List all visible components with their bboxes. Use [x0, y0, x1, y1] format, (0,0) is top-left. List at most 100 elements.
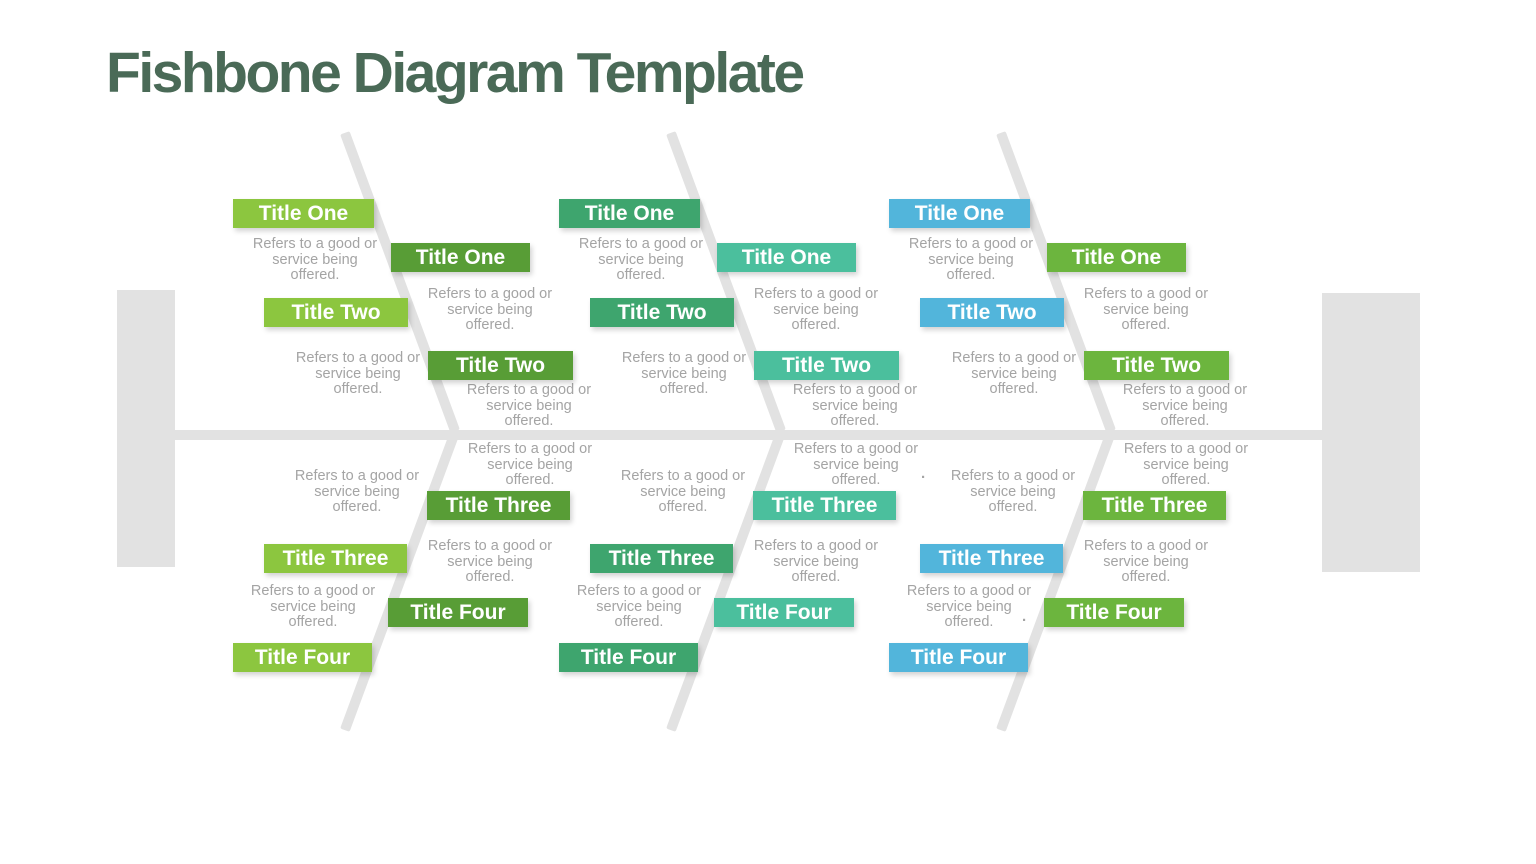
caption-line: Refers to a good or: [620, 468, 746, 484]
title-box-left-3: Title Three: [920, 544, 1063, 573]
title-box-right-1: Title One: [717, 243, 856, 272]
title-box-right-2: Title Two: [428, 351, 573, 380]
title-box-label: Title Three: [771, 493, 878, 517]
title-box-right-1: Title One: [1047, 243, 1186, 272]
caption-line: Refers to a good or: [466, 382, 592, 398]
title-box-label: Title One: [258, 201, 349, 225]
title-box-label: Title Four: [254, 645, 351, 669]
caption-line: Refers to a good or: [793, 441, 919, 457]
title-box-left-4: Title Four: [559, 643, 698, 672]
caption-line: service being offered.: [970, 483, 1056, 515]
title-box-label: Title One: [741, 245, 832, 269]
caption-line: Refers to a good or: [950, 468, 1076, 484]
title-box-label: Title Two: [947, 300, 1037, 324]
caption-line: Refers to a good or: [621, 350, 747, 366]
title-box-right-4: Title Four: [388, 598, 528, 627]
caption-line: service being offered.: [1143, 456, 1229, 488]
title-box-right-2: Title Two: [754, 351, 899, 380]
title-box-label: Title Four: [1066, 600, 1162, 624]
title-box-label: Title One: [415, 245, 506, 269]
title-box-label: Title Three: [1101, 493, 1208, 517]
fish-tail-bar: [117, 290, 175, 567]
caption-line: Refers to a good or: [908, 236, 1034, 252]
caption-line: Refers to a good or: [576, 583, 702, 599]
title-box-left-4: Title Four: [233, 643, 372, 672]
caption-line: service being offered.: [314, 483, 400, 515]
title-box-label: Title Four: [580, 645, 677, 669]
caption-line: service being offered.: [486, 397, 572, 429]
caption-line: Refers to a good or: [250, 583, 376, 599]
caption-line: service being offered.: [926, 598, 1012, 630]
caption-line: service being offered.: [315, 365, 401, 397]
title-box-label: Title Two: [455, 353, 546, 377]
caption-line: Refers to a good or: [1083, 538, 1209, 554]
title-box-label: Title Two: [781, 353, 872, 377]
stray-dot: .: [1022, 608, 1027, 625]
title-box-label: Title Four: [736, 600, 832, 624]
title-box-left-2: Title Two: [264, 298, 408, 327]
caption-line: Refers to a good or: [951, 350, 1077, 366]
page-title: Fishbone Diagram Template: [106, 41, 805, 105]
caption-line: service being offered.: [640, 483, 726, 515]
caption-line: service being offered.: [487, 456, 573, 488]
title-box-label: Title Four: [910, 645, 1007, 669]
title-box-label: Title One: [914, 201, 1005, 225]
caption-line: Refers to a good or: [753, 286, 879, 302]
caption-line: service being offered.: [272, 251, 358, 283]
caption-line: service being offered.: [812, 397, 898, 429]
caption-line: service being offered.: [1103, 553, 1189, 585]
stray-dot: .: [921, 465, 926, 482]
caption-line: service being offered.: [1142, 397, 1228, 429]
caption-line: Refers to a good or: [295, 350, 421, 366]
caption-line: Refers to a good or: [1123, 441, 1249, 457]
caption-line: service being offered.: [598, 251, 684, 283]
title-box-left-4: Title Four: [889, 643, 1028, 672]
caption-line: service being offered.: [447, 553, 533, 585]
title-box-label: Title One: [1071, 245, 1162, 269]
title-box-left-1: Title One: [559, 199, 700, 228]
title-box-label: Title Three: [282, 546, 389, 570]
title-box-left-1: Title One: [233, 199, 374, 228]
title-box-left-1: Title One: [889, 199, 1030, 228]
caption-line: service being offered.: [773, 301, 859, 333]
title-box-label: Title Two: [617, 300, 707, 324]
caption-line: Refers to a good or: [427, 538, 553, 554]
title-box-right-3: Title Three: [427, 491, 570, 520]
caption-line: service being offered.: [1103, 301, 1189, 333]
title-box-label: Title One: [584, 201, 675, 225]
caption-line: Refers to a good or: [578, 236, 704, 252]
title-box-right-3: Title Three: [1083, 491, 1226, 520]
caption-line: Refers to a good or: [753, 538, 879, 554]
caption-line: service being offered.: [447, 301, 533, 333]
caption-line: Refers to a good or: [906, 583, 1032, 599]
caption-line: service being offered.: [270, 598, 356, 630]
caption-line: Refers to a good or: [1083, 286, 1209, 302]
title-box-label: Title Two: [1111, 353, 1202, 377]
caption-line: service being offered.: [773, 553, 859, 585]
title-box-label: Title Three: [445, 493, 552, 517]
caption-line: service being offered.: [813, 456, 899, 488]
fish-head-bar: [1322, 293, 1420, 572]
title-box-label: Title Two: [291, 300, 381, 324]
title-box-left-2: Title Two: [920, 298, 1064, 327]
